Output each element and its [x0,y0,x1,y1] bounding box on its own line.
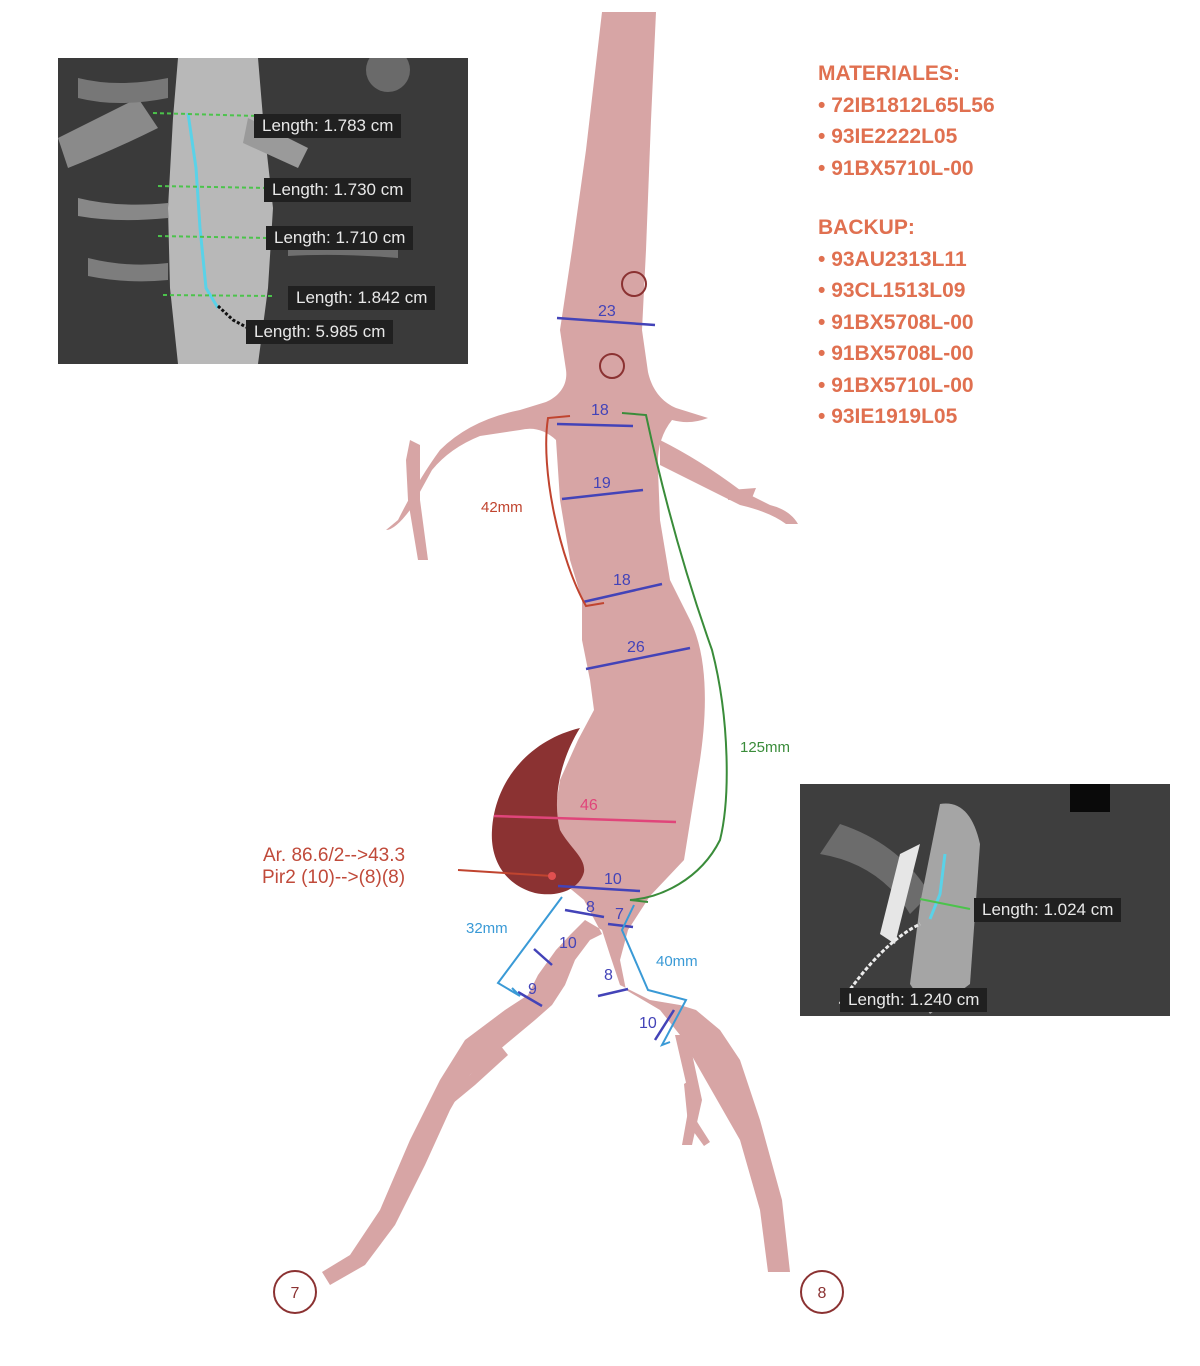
ct-top-length-3: Length: 1.710 cm [266,226,414,250]
bracket-32mm [496,896,563,997]
ct-bottom-length-2: Length: 1.240 cm [840,988,988,1012]
diameter-line-19 [561,488,644,501]
backup-item: 93CL1513L09 [818,275,974,307]
bracket-125mm [621,412,728,903]
diameter-label-8b: 8 [604,967,613,984]
diameter-line-7 [607,922,634,929]
diameter-label-19: 19 [593,475,611,492]
endpoint-label-left: 7 [291,1285,300,1302]
diameter-label-18b: 18 [613,572,631,589]
backup-item: 91BX5708L-00 [818,338,973,370]
diameter-line-26 [585,646,691,671]
ct-image-top: Length: 1.783 cm Length: 1.730 cm Length… [58,58,468,364]
backup-item: 91BX5708L-00 [818,307,973,339]
endpoint-marker-left [273,1270,317,1314]
materials-heading: MATERIALES: [818,62,960,85]
diameter-label-9: 9 [528,981,537,998]
endpoint-label-right: 8 [818,1285,827,1302]
bracket-40mm [620,904,688,1047]
diameter-line-9 [517,990,543,1008]
backup-list: BACKUP: 93AU2313L11 93CL1513L09 91BX5708… [818,212,974,433]
aorta-vessel [322,12,790,1285]
ct-image-top-scan [58,58,468,364]
right-branch [660,440,798,524]
note-line-1: Ar. 86.6/2-->43.3 [262,845,406,866]
right-iliac-branch-2 [684,1080,710,1146]
diameter-label-18a: 18 [591,402,609,419]
diameter-line-18a [556,422,634,428]
diameter-label-10b: 10 [559,935,577,952]
left-iliac-branch [445,1045,508,1104]
note-pointer-dot [548,872,556,880]
left-branch-twig [406,440,428,560]
diameter-line-8b [597,987,629,998]
length-label-32mm: 32mm [466,920,508,937]
marker-circle-upper [621,271,647,297]
note-pointer [457,869,553,877]
diameter-label-26: 26 [627,639,645,656]
diameter-line-23 [556,316,656,327]
marker-circle-lower [599,353,625,379]
diameter-label-46: 46 [580,797,598,814]
diameter-label-10: 10 [604,871,622,888]
diameter-line-10 [557,884,641,893]
ct-image-bottom: Length: 1.024 cm Length: 1.240 cm [800,784,1170,1016]
length-label-125mm: 125mm [740,739,790,756]
materials-list: MATERIALES: 72IB1812L65L56 93IE2222L05 9… [818,58,995,184]
right-branch-tip [728,488,756,500]
endpoint-marker-right [800,1270,844,1314]
backup-item: 93AU2313L11 [818,244,974,276]
ct-top-length-1: Length: 1.783 cm [254,114,402,138]
diameter-label-7: 7 [615,906,624,923]
ct-top-length-4: Length: 1.842 cm [288,286,436,310]
ct-top-length-5: Length: 5.985 cm [246,320,394,344]
note-line-2: Pir2 (10)-->(8)(8) [262,867,406,888]
diameter-label-10c: 10 [639,1015,657,1032]
length-label-42mm: 42mm [481,499,523,516]
diameter-line-18b [582,582,663,604]
diameter-line-8a [564,908,605,919]
ct-top-length-2: Length: 1.730 cm [264,178,412,202]
bracket-42mm [545,415,605,608]
materials-item: 93IE2222L05 [818,121,995,153]
diameter-line-46 [493,814,677,824]
aneurysm-sac [491,728,585,895]
diameter-label-23: 23 [598,303,616,320]
materials-item: 91BX5710L-00 [818,153,995,185]
aneurysm-note: Ar. 86.6/2-->43.3 Pir2 (10)-->(8)(8) [262,845,405,889]
ct-bottom-length-1: Length: 1.024 cm [974,898,1122,922]
backup-heading: BACKUP: [818,216,915,239]
diameter-label-8a: 8 [586,899,595,916]
backup-item: 91BX5710L-00 [818,370,973,402]
diameter-line-10c [653,1009,676,1041]
diameter-line-10b [533,948,553,966]
length-label-40mm: 40mm [656,953,698,970]
backup-item: 93IE1919L05 [818,401,974,433]
materials-item: 72IB1812L65L56 [818,90,994,122]
